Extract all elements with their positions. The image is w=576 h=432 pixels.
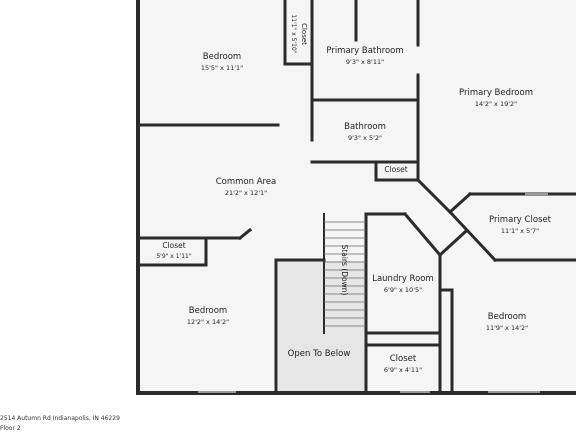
room-dims-bedroom-nw: 15'5" x 11'1" (201, 64, 243, 72)
room-name-primary-bedroom: Primary Bedroom (459, 88, 533, 98)
room-name-common-area: Common Area (216, 177, 277, 187)
room-dims-closet-s: 6'9" x 4'11" (384, 366, 422, 374)
room-dims-primary-closet: 11'1" x 5'7" (501, 227, 539, 235)
address-caption: 2514 Autumn Rd Indianapolis, IN 46229 (0, 415, 120, 422)
floor-caption: Floor 2 (0, 425, 21, 432)
room-dims-bedroom-sw: 12'2" x 14'2" (187, 318, 229, 326)
windows (198, 193, 548, 393)
room-dims-closet-nw: 11'1" x 5'10" (290, 14, 297, 53)
room-dims-laundry-room: 6'9" x 10'5" (384, 286, 422, 294)
room-dims-bathroom: 9'3" x 5'2" (348, 134, 382, 142)
room-name-closet-small: Closet (384, 165, 407, 174)
room-name-closet-s: Closet (390, 354, 417, 364)
stair-treads (324, 221, 366, 327)
room-name-laundry-room: Laundry Room (372, 274, 434, 284)
room-dims-closet-sw: 5'9" x 1'11" (156, 253, 192, 260)
room-dims-primary-bathroom: 9'3" x 8'11" (346, 58, 384, 66)
room-dims-common-area: 21'2" x 12'1" (225, 189, 267, 197)
walls (136, 0, 576, 395)
room-name-primary-bathroom: Primary Bathroom (326, 46, 403, 56)
room-name-bedroom-se: Bedroom (488, 312, 526, 322)
room-name-bathroom: Bathroom (344, 122, 386, 132)
room-name-primary-closet: Primary Closet (489, 215, 552, 225)
room-dims-primary-bedroom: 14'2" x 19'2" (475, 100, 517, 108)
open-to-below-area (278, 261, 366, 392)
floor-area (138, 0, 576, 393)
room-dims-bedroom-se: 11'9" x 14'2" (486, 324, 528, 332)
room-name-bedroom-sw: Bedroom (189, 306, 227, 316)
room-name-bedroom-nw: Bedroom (203, 52, 241, 62)
room-name-open-to-below: Open To Below (288, 349, 351, 359)
stairs-label: Stairs (Down) (340, 245, 349, 296)
room-name-closet-sw: Closet (162, 241, 185, 250)
room-name-closet-nw: Closet (300, 23, 308, 45)
